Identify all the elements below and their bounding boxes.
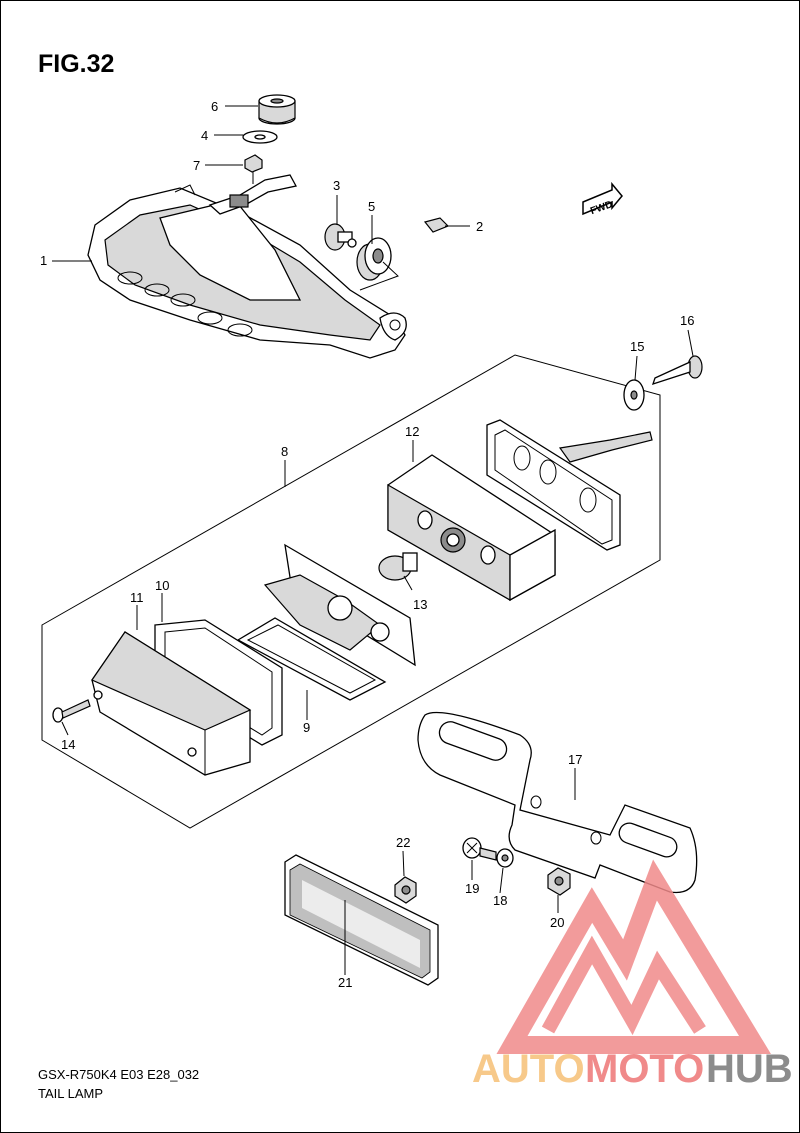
part-clip-2 [423, 217, 450, 233]
part-tail-cowl [87, 174, 407, 359]
part-nut-20 [547, 867, 571, 896]
callout-15: 15 [630, 339, 644, 354]
watermark-logo-icon [496, 859, 771, 1054]
part-washer-18 [496, 848, 514, 868]
part-cushion-5 [356, 237, 392, 281]
callout-9: 9 [303, 720, 310, 735]
part-gasket-rear [486, 419, 653, 551]
callout-14: 14 [61, 737, 75, 752]
watermark-brand-text: AUTO MOTO HUB [472, 1047, 793, 1091]
callout-18: 18 [493, 893, 507, 908]
callout-13: 13 [413, 597, 427, 612]
watermark-hub: HUB [706, 1047, 793, 1091]
part-bracket-17 [417, 711, 698, 894]
part-bolt-7 [244, 154, 263, 184]
callout-19: 19 [465, 881, 479, 896]
leader-lines [52, 105, 694, 975]
forward-arrow-icon: FWD [582, 181, 623, 217]
callout-20: 20 [550, 915, 564, 930]
callout-1: 1 [40, 253, 47, 268]
part-washer-4 [242, 130, 278, 144]
callout-12: 12 [405, 424, 419, 439]
callout-2: 2 [476, 219, 483, 234]
callout-10: 10 [155, 578, 169, 593]
part-grommet-3 [324, 223, 357, 251]
callout-11: 11 [130, 590, 144, 605]
callout-labels: 6 4 7 1 3 5 2 15 16 8 12 13 10 11 9 14 1… [40, 99, 694, 990]
figure-title: FIG.32 [38, 50, 115, 78]
part-bolt-19 [462, 837, 497, 861]
callout-21: 21 [338, 975, 352, 990]
part-lens-11 [91, 631, 252, 776]
callout-17: 17 [568, 752, 582, 767]
model-code: GSX-R750K4 E03 E28_032 [38, 1067, 200, 1082]
part-bulb-13 [378, 552, 418, 581]
part-screw-16 [651, 355, 703, 386]
callout-5: 5 [368, 199, 375, 214]
watermark-auto: AUTO [472, 1047, 585, 1091]
part-nut-22 [394, 876, 417, 904]
part-reflector-21 [284, 854, 439, 986]
callout-6: 6 [211, 99, 218, 114]
callout-4: 4 [201, 128, 208, 143]
assembly-box-8 [41, 354, 661, 829]
group-name: TAIL LAMP [38, 1086, 104, 1101]
part-housing-12 [387, 454, 556, 602]
callout-3: 3 [333, 178, 340, 193]
callout-7: 7 [193, 158, 200, 173]
part-socket-plate-9 [236, 543, 416, 701]
part-rubber-mount [258, 94, 296, 125]
callout-8: 8 [281, 444, 288, 459]
part-washer-15 [623, 379, 645, 411]
callout-22: 22 [396, 835, 410, 850]
part-screw-14 [52, 699, 91, 723]
callout-16: 16 [680, 313, 694, 328]
watermark-moto: MOTO [585, 1047, 704, 1091]
